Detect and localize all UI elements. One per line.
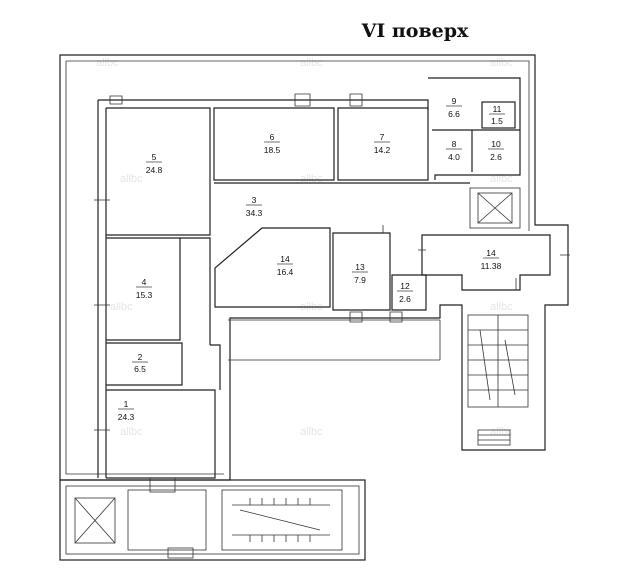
room-label-9: 9 6.6 <box>446 96 462 119</box>
room-number: 4 <box>142 277 147 287</box>
room-number: 14 <box>486 248 496 258</box>
floor-title: VI поверх <box>361 20 469 42</box>
watermark-text: allbc <box>490 173 513 185</box>
room-label-3: 3 34.3 <box>246 195 263 218</box>
watermark-text: allbc <box>96 57 119 69</box>
room-area: 2.6 <box>399 294 411 304</box>
watermark-text: allbc <box>120 173 143 185</box>
right-core <box>467 187 529 446</box>
room-label-6: 6 18.5 <box>264 132 281 155</box>
room-number: 3 <box>252 195 257 205</box>
room-number: 8 <box>452 139 457 149</box>
watermark-text: allbc <box>120 426 143 438</box>
room-area: 2.6 <box>490 152 502 162</box>
room-area: 18.5 <box>264 145 281 155</box>
room-number: 1 <box>124 399 129 409</box>
room-area: 24.8 <box>146 165 163 175</box>
room-label-1: 1 24.3 <box>118 399 135 422</box>
room-number: 7 <box>380 132 385 142</box>
room-number: 11 <box>493 104 502 114</box>
room-label-7: 7 14.2 <box>374 132 391 155</box>
room-area: 14.2 <box>374 145 391 155</box>
room-area: 6.5 <box>134 364 146 374</box>
room-area: 7.9 <box>354 275 366 285</box>
room-label-14: 14 16.4 <box>277 254 294 277</box>
room-area: 16.4 <box>277 267 294 277</box>
room-label-8: 8 4.0 <box>446 139 462 162</box>
room-area: 15.3 <box>136 290 153 300</box>
room-number: 10 <box>491 139 501 149</box>
room-number: 13 <box>355 262 365 272</box>
room-labels: 1 24.3 2 6.5 3 34.3 4 15.3 5 24.8 6 18.5 <box>118 96 505 422</box>
watermark-text: allbc <box>490 57 513 69</box>
watermark-text: allbc <box>300 173 323 185</box>
room-label-11: 11 1.5 <box>489 104 505 126</box>
outer-walls <box>59 54 569 481</box>
watermark-text: allbc <box>300 57 323 69</box>
watermark-text: allbc <box>300 426 323 438</box>
room-number: 12 <box>400 281 410 291</box>
window-marks <box>94 93 570 431</box>
room-label-5: 5 24.8 <box>146 152 163 175</box>
room-number: 14 <box>280 254 290 264</box>
room-label-14-right: 14 11.38 <box>481 248 502 271</box>
room-area: 11.38 <box>481 261 502 271</box>
room-area: 6.6 <box>448 109 460 119</box>
room-label-2: 2 6.5 <box>132 352 148 374</box>
room-label-4: 4 15.3 <box>136 277 153 300</box>
bottom-core <box>59 477 366 561</box>
room-area: 24.3 <box>118 412 135 422</box>
watermark-text: allbc <box>490 301 513 313</box>
room-area: 4.0 <box>448 152 460 162</box>
watermark-text: allbc <box>110 301 133 313</box>
room-label-12: 12 2.6 <box>397 281 413 304</box>
room-walls <box>97 77 551 479</box>
room-label-13: 13 7.9 <box>352 262 368 285</box>
room-number: 2 <box>138 352 143 362</box>
room-area: 34.3 <box>246 208 263 218</box>
room-area: 1.5 <box>491 116 503 126</box>
room-number: 5 <box>152 152 157 162</box>
room-label-10: 10 2.6 <box>488 139 504 162</box>
room-number: 9 <box>452 96 457 106</box>
room-number: 6 <box>270 132 275 142</box>
